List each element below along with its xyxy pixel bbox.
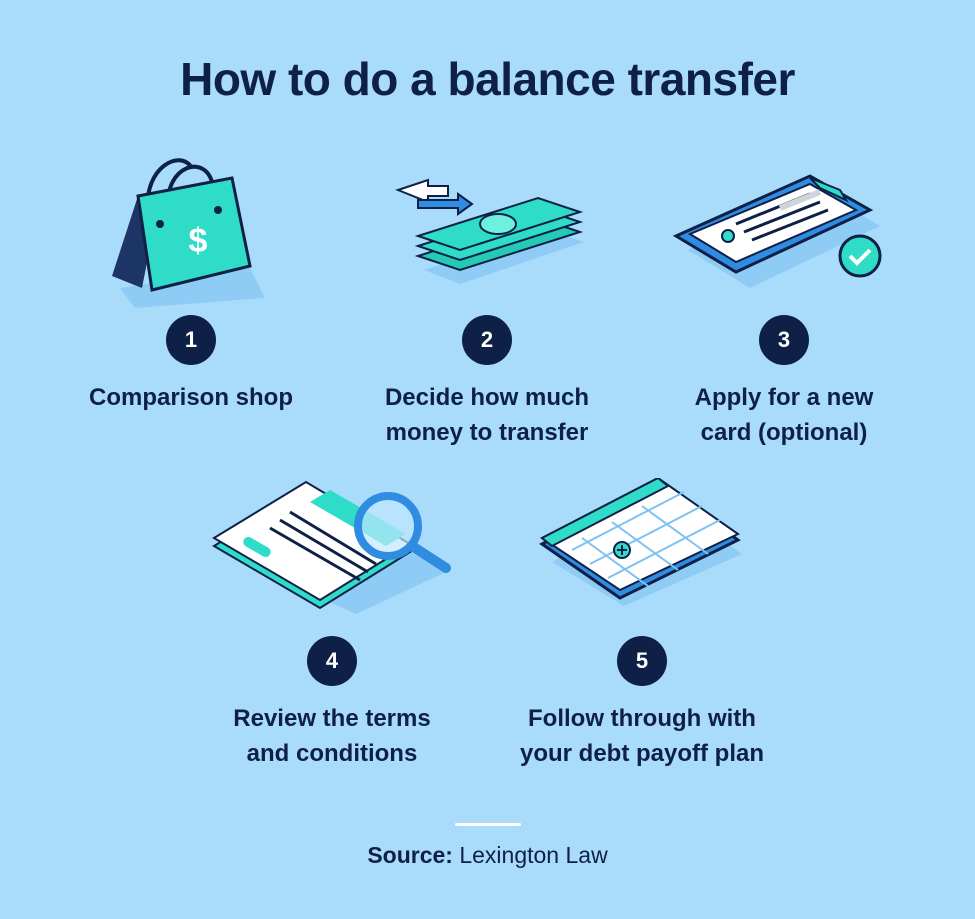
step-5-label: Follow through with your debt payoff pla… xyxy=(519,705,764,767)
calendar-icon xyxy=(539,478,742,606)
step-1-badge: 1 xyxy=(166,315,216,365)
dollar-sign: $ xyxy=(189,222,208,260)
source-divider xyxy=(455,823,521,826)
step-4-label: Review the terms and conditions xyxy=(233,705,431,767)
source-label: Source: xyxy=(367,842,453,868)
source-value: Lexington Law xyxy=(459,842,608,868)
step-3-label: Apply for a new card (optional) xyxy=(694,384,874,446)
page-title: How to do a balance transfer xyxy=(180,53,795,105)
magnifier-document-icon xyxy=(212,480,451,614)
step-2-label: Decide how much money to transfer xyxy=(384,384,590,446)
source-line: Source: Lexington Law xyxy=(0,842,975,869)
step-2-badge: 2 xyxy=(462,315,512,365)
shopping-bag-icon: $ xyxy=(112,158,265,308)
clipboard-check-icon xyxy=(672,174,882,288)
money-transfer-icon xyxy=(395,178,584,284)
step-3-badge: 3 xyxy=(759,315,809,365)
step-4-badge: 4 xyxy=(307,636,357,686)
step-5-badge: 5 xyxy=(617,636,667,686)
step-1-label: Comparison shop xyxy=(88,384,293,411)
